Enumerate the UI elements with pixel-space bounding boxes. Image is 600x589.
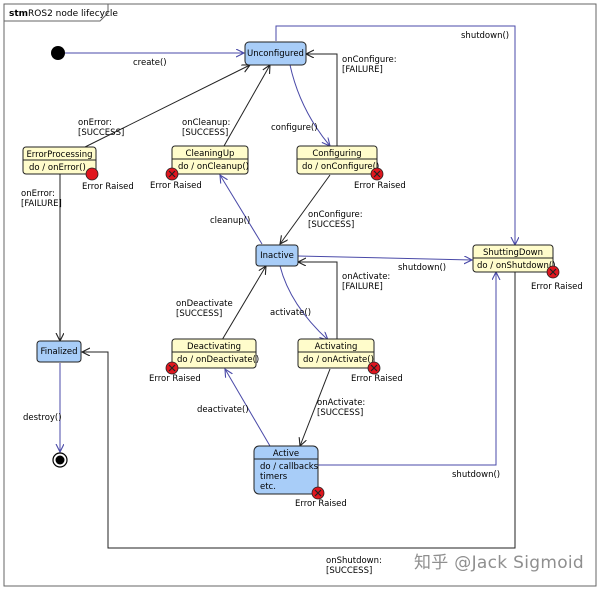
label-deactivate: deactivate() — [197, 405, 249, 415]
svg-text:Error Raised: Error Raised — [295, 499, 347, 509]
error-raised-configuring: Error Raised — [354, 167, 406, 191]
label-on-cleanup-success: onCleanup:[SUCCESS] — [182, 118, 230, 138]
svg-text:Error Raised: Error Raised — [531, 282, 583, 292]
svg-text:timers: timers — [260, 472, 288, 482]
label-create: create() — [133, 58, 167, 68]
final-state — [52, 452, 68, 468]
shutdown-from-active-transition — [318, 272, 496, 466]
label-on-error-success: onError:[SUCCESS] — [78, 118, 124, 138]
state-shutting-down: ShuttingDown do / onShutdown() — [472, 244, 556, 273]
svg-text:Configuring: Configuring — [312, 149, 361, 159]
on-configure-success-transition — [280, 174, 331, 244]
error-raised-error-processing: Error Raised — [82, 167, 134, 192]
svg-text:Error Raised: Error Raised — [149, 374, 201, 384]
svg-text:Unconfigured: Unconfigured — [247, 49, 304, 59]
label-on-configure-failure: onConfigure:[FAILURE] — [342, 55, 397, 75]
state-deactivating: Deactivating do / onDeactivate() — [171, 338, 259, 369]
svg-text:Deactivating: Deactivating — [187, 342, 241, 352]
svg-text:Active: Active — [273, 449, 299, 459]
svg-text:do / onDeactivate(): do / onDeactivate() — [177, 355, 259, 365]
svg-text:Error Raised: Error Raised — [82, 182, 134, 192]
svg-text:Finalized: Finalized — [40, 347, 77, 357]
label-on-deactivate-success: onDeactivate[SUCCESS] — [176, 299, 233, 319]
on-error-success-transition — [84, 65, 250, 148]
diagram-frame — [3, 3, 597, 587]
label-shutdown-inactive: shutdown() — [398, 263, 446, 273]
svg-text:Error Raised: Error Raised — [150, 181, 202, 191]
label-on-activate-failure: onActivate:[FAILURE] — [342, 272, 390, 292]
svg-text:Activating: Activating — [315, 342, 358, 352]
initial-state — [51, 46, 65, 60]
label-destroy: destroy() — [23, 413, 62, 423]
svg-text:Error Raised: Error Raised — [354, 181, 406, 191]
deactivate-transition — [225, 369, 271, 447]
svg-text:ErrorProcessing: ErrorProcessing — [26, 150, 92, 160]
label-shutdown-unconfigured: shutdown() — [461, 31, 509, 41]
state-cleaning-up: CleaningUp do / onCleanup() — [171, 145, 249, 175]
frame-title: stmROS2 node lifecycle — [9, 9, 118, 19]
svg-text:Inactive: Inactive — [260, 251, 294, 261]
svg-text:ShuttingDown: ShuttingDown — [483, 248, 543, 258]
label-activate: activate() — [270, 308, 311, 318]
svg-text:do / onActivate(): do / onActivate() — [303, 355, 374, 365]
label-cleanup: cleanup() — [210, 216, 250, 226]
state-error-processing: ErrorProcessing do / onError() — [22, 146, 97, 175]
shutdown-from-inactive-transition — [297, 255, 472, 260]
cleanup-transition — [220, 175, 263, 245]
state-finalized: Finalized — [36, 340, 82, 363]
on-shutdown-success-transition — [82, 272, 516, 549]
state-active: Active do / callbacks timers etc. — [253, 445, 319, 495]
error-raised-cleaning-up: Error Raised — [150, 167, 202, 191]
on-activate-success-transition — [300, 368, 331, 446]
watermark: 知乎 @Jack Sigmoid — [414, 553, 585, 573]
on-configure-failure-transition — [306, 54, 338, 146]
error-raised-deactivating: Error Raised — [149, 361, 201, 384]
error-raised-active: Error Raised — [295, 486, 347, 509]
state-configuring: Configuring do / onConfigure() — [296, 145, 379, 175]
svg-text:do / callbacks: do / callbacks — [260, 462, 319, 472]
shutdown-from-unconfigured-transition — [275, 25, 515, 245]
svg-text:do / onConfigure(): do / onConfigure() — [302, 162, 379, 172]
configure-transition — [289, 64, 330, 146]
label-configure: configure() — [271, 123, 318, 133]
label-shutdown-active: shutdown() — [452, 470, 500, 480]
on-activate-failure-transition — [298, 262, 338, 340]
label-on-configure-success: onConfigure:[SUCCESS] — [308, 210, 363, 230]
label-on-error-failure: onError:[FAILURE] — [21, 189, 62, 209]
svg-text:do / onError(): do / onError() — [29, 163, 86, 173]
on-cleanup-success-transition — [223, 65, 270, 147]
state-inactive: Inactive — [255, 244, 299, 267]
svg-text:do / onShutdown(): do / onShutdown() — [477, 261, 556, 271]
state-activating: Activating do / onActivate() — [297, 338, 375, 369]
error-raised-shutting-down: Error Raised — [531, 265, 583, 292]
activate-transition — [279, 265, 328, 340]
svg-text:etc.: etc. — [260, 482, 276, 492]
svg-text:Error Raised: Error Raised — [351, 374, 403, 384]
label-on-shutdown-success: onShutdown:[SUCCESS] — [326, 556, 382, 576]
svg-text:CleaningUp: CleaningUp — [186, 149, 235, 159]
on-deactivate-success-transition — [221, 266, 266, 341]
label-on-activate-success: onActivate:[SUCCESS] — [317, 398, 365, 418]
svg-text:do / onCleanup(): do / onCleanup() — [178, 162, 249, 172]
state-unconfigured: Unconfigured — [244, 41, 307, 66]
error-raised-activating: Error Raised — [351, 361, 403, 384]
